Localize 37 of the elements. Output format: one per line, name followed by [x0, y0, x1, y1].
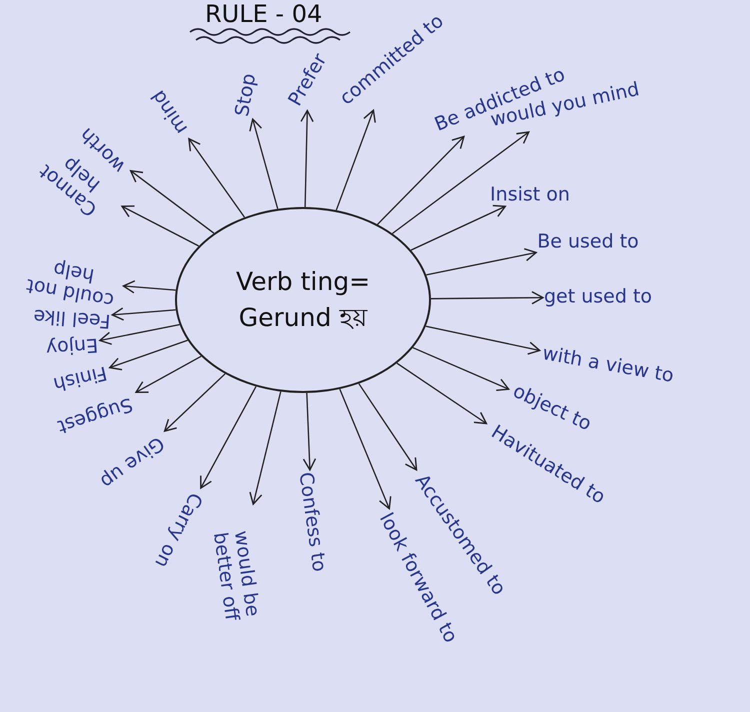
phrase-text: Enjoy — [45, 334, 99, 358]
center-ellipse: Verb ting= Gerund হয় — [175, 207, 431, 393]
arrow — [300, 110, 314, 208]
phrase-text: with a view to — [540, 343, 676, 387]
phrase-text: Give up — [96, 432, 168, 492]
phrase-text: Confess to — [294, 470, 330, 574]
arrow — [121, 205, 199, 247]
phrase-text: Be used to — [537, 232, 639, 252]
phrase-text: Insist on — [490, 184, 570, 206]
arrow — [426, 248, 537, 276]
arrow — [164, 373, 226, 432]
arrow — [426, 326, 540, 355]
arrow — [188, 138, 246, 218]
arrow — [200, 386, 257, 489]
arrow — [412, 347, 510, 392]
arrow — [358, 383, 418, 471]
arrow — [249, 391, 282, 505]
arrow — [249, 118, 278, 209]
title: RULE - 04 — [205, 0, 322, 28]
arrow — [135, 356, 202, 393]
arrow — [302, 392, 316, 471]
phrase-text: Finish — [51, 362, 109, 394]
arrow — [336, 110, 376, 210]
arrow — [377, 136, 465, 225]
arrow — [122, 280, 176, 294]
phrase-text: Stop — [232, 72, 260, 118]
phrase-text: would be better off — [206, 505, 266, 645]
phrase-text: get used to — [544, 286, 652, 308]
arrow — [396, 362, 488, 424]
arrow — [431, 291, 544, 304]
arrow — [392, 131, 530, 234]
arrow — [410, 204, 506, 251]
arrow — [339, 388, 392, 510]
arrow — [109, 340, 188, 370]
arrow — [99, 324, 180, 345]
arrow — [112, 307, 176, 321]
arrow — [130, 170, 214, 234]
